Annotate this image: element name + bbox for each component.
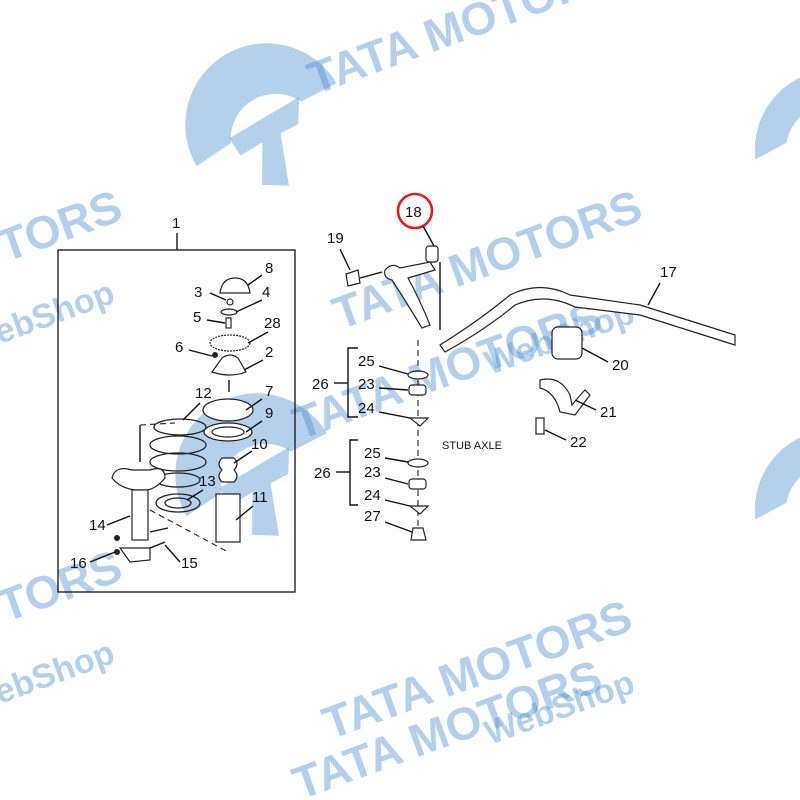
callout-2[interactable]: 2 (265, 344, 273, 361)
callout-22[interactable]: 22 (570, 434, 587, 451)
callout-10[interactable]: 10 (251, 436, 268, 453)
callout-24-lower[interactable]: 24 (364, 487, 381, 504)
callout-13[interactable]: 13 (199, 473, 216, 490)
callout-1[interactable]: 1 (172, 215, 180, 232)
stabilizer-assembly: 18 19 17 20 21 22 STUB AXLE 26 25 23 24 … (312, 192, 736, 541)
svg-text:TATA MOTORS: TATA MOTORS (301, 0, 624, 104)
stub-axle-label: STUB AXLE (442, 440, 502, 452)
strut-assembly: 1 8 (57, 215, 296, 593)
callout-6[interactable]: 6 (175, 339, 183, 356)
callout-23-lower[interactable]: 23 (364, 464, 381, 481)
callout-11[interactable]: 11 (252, 489, 268, 506)
assembly-frame (57, 249, 296, 593)
callout-5[interactable]: 5 (193, 309, 201, 326)
callout-26-lower[interactable]: 26 (314, 465, 331, 482)
callout-12[interactable]: 12 (195, 385, 212, 402)
callout-25-upper[interactable]: 25 (358, 353, 375, 370)
callout-16[interactable]: 16 (70, 555, 87, 572)
callout-15[interactable]: 15 (181, 555, 198, 572)
callout-17[interactable]: 17 (660, 264, 677, 281)
callout-19[interactable]: 19 (327, 230, 344, 247)
callout-27[interactable]: 27 (364, 508, 381, 525)
selected-highlight-ring (396, 192, 434, 230)
callout-18[interactable]: 18 (405, 204, 422, 221)
callout-7[interactable]: 7 (265, 383, 273, 400)
callout-20[interactable]: 20 (612, 357, 629, 374)
callout-14[interactable]: 14 (89, 517, 106, 534)
callout-26-upper[interactable]: 26 (312, 376, 329, 393)
callout-3[interactable]: 3 (194, 284, 202, 301)
callout-23-upper[interactable]: 23 (358, 376, 375, 393)
callout-9[interactable]: 9 (265, 405, 273, 422)
callout-28[interactable]: 28 (264, 315, 281, 332)
callout-4[interactable]: 4 (262, 284, 270, 301)
callout-8[interactable]: 8 (265, 260, 273, 277)
callout-21[interactable]: 21 (600, 404, 617, 421)
svg-text:WebShop: WebShop (0, 273, 119, 362)
callout-24-upper[interactable]: 24 (358, 400, 375, 417)
callout-25-lower[interactable]: 25 (364, 445, 381, 462)
svg-text:WebShop: WebShop (0, 633, 119, 722)
